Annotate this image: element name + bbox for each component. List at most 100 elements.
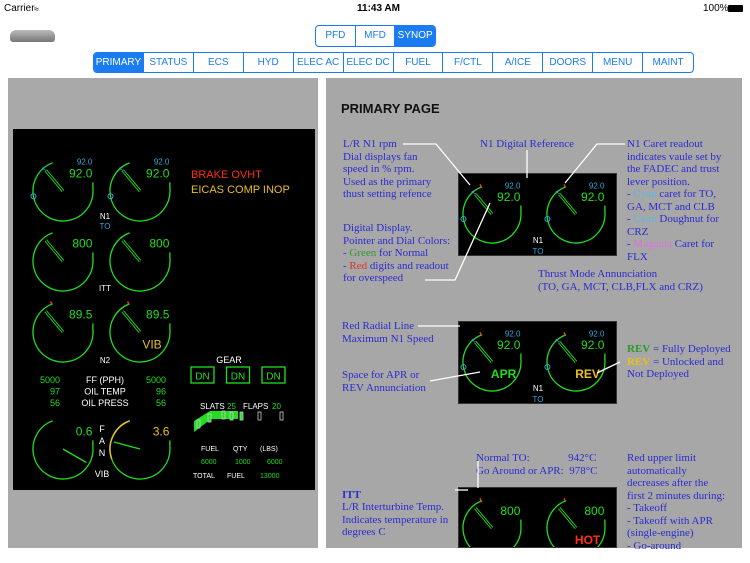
itt-limits-note: Normal TO: 942°C Go Around or APR: 978°C bbox=[476, 452, 598, 477]
caret-note: N1 Caret readout indicates vaule set by … bbox=[627, 138, 722, 263]
note-text: = Unlocked and Not Deployed bbox=[627, 355, 724, 381]
slats-label: SLATS bbox=[200, 402, 225, 411]
mode-synop[interactable]: SYNOP bbox=[395, 26, 435, 46]
flap-detent bbox=[207, 413, 212, 423]
cockpit-logo[interactable] bbox=[10, 30, 55, 42]
fuel-header: QTY bbox=[233, 446, 248, 453]
flap-detent bbox=[229, 411, 234, 421]
fan-label-letter: F bbox=[99, 424, 105, 434]
gauge-dial bbox=[546, 500, 606, 547]
n1-rpm-note: L/R N1 rpm Dial displays fan speed in % … bbox=[343, 138, 432, 200]
n1-left-value: 92.0 bbox=[69, 167, 93, 181]
caret-note-text: N1 Caret readout indicates vaule set by … bbox=[627, 138, 722, 188]
gear-label: GEAR bbox=[216, 355, 242, 365]
tab-maint[interactable]: MAINT bbox=[652, 57, 684, 68]
gauge-value: 800 bbox=[584, 504, 604, 518]
gauge-pointer-core bbox=[558, 507, 577, 529]
tab-fctl[interactable]: F/CTL bbox=[443, 53, 494, 72]
thrust-mode-note: Thrust Mode Annunciation (TO, GA, MCT, C… bbox=[538, 268, 703, 293]
tab-ecs[interactable]: ECS bbox=[194, 53, 244, 72]
mode-pfd[interactable]: PFD bbox=[316, 26, 356, 46]
n1-caret: < bbox=[119, 163, 124, 173]
caret-note-text: Caret for FLX bbox=[627, 238, 715, 263]
fuel-quantity: 6000 bbox=[201, 459, 217, 466]
note-text: Digital Display. Pointer and Dial Colors… bbox=[343, 222, 451, 247]
n1-reference-value: 92.0 bbox=[77, 158, 93, 167]
red-radial-note: Red Radial Line Maximum N1 Speed bbox=[342, 320, 434, 345]
red-radial-line bbox=[479, 498, 482, 502]
n1-reference-value: 92.0 bbox=[505, 329, 521, 338]
magenta-word: Magenta bbox=[633, 238, 672, 250]
gear-position: DN bbox=[195, 372, 209, 383]
gear-position: DN bbox=[266, 372, 280, 383]
gear-position: DN bbox=[231, 372, 245, 383]
n1-doughnut bbox=[544, 364, 551, 371]
gauge-dial bbox=[462, 500, 522, 547]
fan-vib-left-value: 0.6 bbox=[76, 425, 93, 439]
gauge-pointer-core bbox=[558, 341, 577, 363]
tab-doors[interactable]: DOORS bbox=[543, 53, 594, 72]
clock: 11:43 AM bbox=[357, 3, 400, 14]
itt-left-value: 800 bbox=[72, 237, 92, 251]
tab-hyd[interactable]: HYD bbox=[244, 53, 294, 72]
fan-label-letter: N bbox=[99, 448, 106, 458]
fuel-header: (LBS) bbox=[260, 446, 278, 453]
tab-elecdc[interactable]: ELEC DC bbox=[344, 53, 394, 72]
tab-elecac[interactable]: ELEC AC bbox=[294, 53, 344, 72]
digital-display-note: Digital Display. Pointer and Dial Colors… bbox=[343, 222, 451, 284]
battery-label: 100% bbox=[703, 3, 729, 14]
param-label: OIL TEMP bbox=[84, 387, 126, 397]
red-radial-line bbox=[126, 301, 130, 305]
fuel-quantity: 6000 bbox=[267, 459, 283, 466]
caret-note-text: Doughnut for CRZ bbox=[627, 213, 719, 238]
n1-caret: < bbox=[555, 335, 560, 345]
gear-box bbox=[225, 366, 251, 384]
red-radial-line bbox=[49, 301, 53, 305]
red-radial-line bbox=[479, 332, 482, 336]
tab-status[interactable]: STATUS bbox=[144, 53, 194, 72]
gauge-pointer bbox=[62, 448, 87, 464]
gauge-dial bbox=[109, 232, 171, 292]
gauge-dial bbox=[32, 162, 94, 222]
gauge-caution-arc bbox=[109, 420, 131, 460]
n1-caret: < bbox=[42, 163, 47, 173]
param-left-value: 5000 bbox=[40, 375, 60, 385]
tab-aice[interactable]: A/ICE bbox=[493, 53, 544, 72]
rev-green: REV bbox=[627, 343, 651, 355]
rev-yellow: REV bbox=[627, 355, 651, 368]
gauge-dial bbox=[546, 186, 606, 244]
fuel-quantity: 1000 bbox=[235, 459, 251, 466]
slats-value: 25 bbox=[227, 402, 236, 411]
mode-mfd[interactable]: MFD bbox=[356, 26, 396, 46]
vib-warning: VIB bbox=[142, 338, 161, 352]
n1-doughnut bbox=[107, 193, 114, 200]
tab-primary[interactable]: PRIMARY bbox=[94, 53, 144, 72]
param-label: OIL PRESS bbox=[81, 398, 128, 408]
param-right-value: 56 bbox=[156, 398, 166, 408]
gauge-pointer-core bbox=[474, 193, 493, 215]
red-limit-note: Red upper limit automatically decreases … bbox=[627, 452, 726, 552]
n2-left-value: 89.5 bbox=[69, 308, 93, 322]
itt-title: ITT bbox=[342, 489, 361, 501]
cas-message: BRAKE OVHT bbox=[191, 169, 262, 181]
annunciation-left: APR bbox=[491, 367, 517, 381]
caret-note-text: caret for TO, GA, MCT and CLB bbox=[627, 188, 717, 213]
n1-right-value: 92.0 bbox=[146, 167, 170, 181]
tab-fuel[interactable]: FUEL bbox=[394, 53, 444, 72]
gear-box bbox=[261, 366, 286, 384]
tab-menu[interactable]: MENU bbox=[593, 53, 644, 72]
fan-vib-right-value: 3.6 bbox=[153, 425, 170, 439]
gauge-dial bbox=[462, 334, 522, 392]
n1-reference-value: 92.0 bbox=[589, 329, 605, 338]
gauge-value: 92.0 bbox=[497, 338, 521, 352]
green-word: Green bbox=[349, 247, 377, 259]
red-radial-line bbox=[563, 498, 566, 502]
flap-detent bbox=[239, 411, 244, 421]
flaps-label: FLAPS bbox=[243, 402, 268, 411]
annunciation-right: REV bbox=[575, 367, 600, 381]
n1-doughnut bbox=[544, 216, 551, 223]
